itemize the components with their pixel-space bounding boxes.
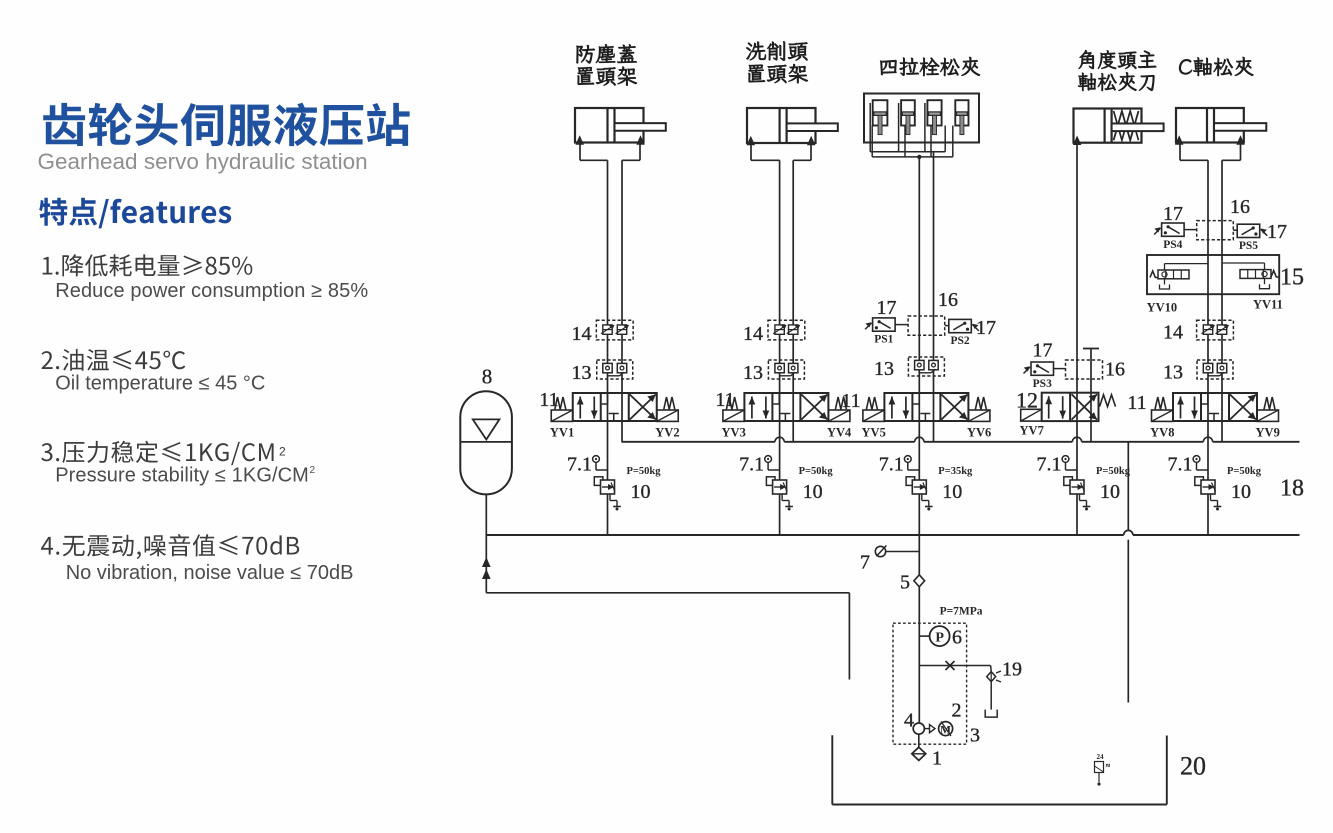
svg-text:11: 11 bbox=[539, 389, 558, 411]
svg-text:11: 11 bbox=[715, 389, 734, 411]
svg-text:1: 1 bbox=[932, 748, 942, 770]
svg-text:4: 4 bbox=[904, 710, 914, 732]
svg-text:YV6: YV6 bbox=[967, 426, 991, 440]
svg-text:P=50kg: P=50kg bbox=[1227, 466, 1262, 477]
svg-text:P: P bbox=[935, 631, 944, 646]
svg-text:YV11: YV11 bbox=[1253, 298, 1283, 312]
svg-text:PS3: PS3 bbox=[1033, 378, 1052, 390]
svg-text:12: 12 bbox=[1016, 388, 1038, 413]
svg-text:7.1: 7.1 bbox=[567, 454, 592, 476]
svg-text:14: 14 bbox=[743, 323, 763, 345]
svg-text:Reduce power consumption ≥ 85%: Reduce power consumption ≥ 85% bbox=[55, 280, 368, 302]
svg-text:17: 17 bbox=[976, 317, 996, 339]
svg-text:5: 5 bbox=[900, 572, 910, 594]
svg-text:17: 17 bbox=[1267, 221, 1287, 243]
svg-text:YV5: YV5 bbox=[862, 426, 886, 440]
svg-text:10: 10 bbox=[1231, 481, 1251, 503]
svg-text:PS1: PS1 bbox=[874, 334, 893, 346]
svg-text:19: 19 bbox=[1002, 659, 1022, 681]
svg-text:PS2: PS2 bbox=[950, 335, 969, 347]
svg-text:7.1: 7.1 bbox=[1168, 454, 1193, 476]
svg-text:P=35kg: P=35kg bbox=[938, 466, 973, 477]
svg-text:7: 7 bbox=[860, 552, 870, 574]
svg-text:2: 2 bbox=[952, 700, 962, 722]
svg-text:YV8: YV8 bbox=[1150, 426, 1174, 440]
svg-text:20: 20 bbox=[1180, 752, 1206, 781]
svg-text:17: 17 bbox=[877, 297, 897, 319]
svg-text:14: 14 bbox=[1163, 322, 1183, 344]
svg-text:YV7: YV7 bbox=[1020, 424, 1044, 438]
svg-text:17: 17 bbox=[1163, 203, 1183, 225]
svg-text:YV3: YV3 bbox=[722, 426, 746, 440]
svg-text:10: 10 bbox=[942, 481, 962, 503]
svg-text:3: 3 bbox=[970, 725, 980, 747]
svg-text:13: 13 bbox=[1163, 362, 1183, 384]
svg-text:17: 17 bbox=[1033, 340, 1053, 362]
svg-text:10: 10 bbox=[803, 481, 823, 503]
svg-text:16: 16 bbox=[1105, 359, 1125, 381]
svg-text:YV4: YV4 bbox=[827, 426, 852, 440]
svg-text:Gearhead servo hydraulic stati: Gearhead servo hydraulic station bbox=[38, 149, 368, 174]
svg-text:M: M bbox=[940, 725, 951, 737]
svg-text:24: 24 bbox=[1097, 753, 1105, 761]
svg-text:18: 18 bbox=[1280, 476, 1304, 502]
svg-text:2: 2 bbox=[279, 445, 286, 459]
svg-text:7.1: 7.1 bbox=[879, 454, 904, 476]
svg-text:13: 13 bbox=[874, 358, 894, 380]
svg-text:≈: ≈ bbox=[1106, 761, 1111, 770]
svg-text:16: 16 bbox=[938, 289, 958, 311]
svg-text:PS4: PS4 bbox=[1163, 239, 1182, 251]
svg-text:YV10: YV10 bbox=[1147, 301, 1178, 315]
svg-text:15: 15 bbox=[1280, 265, 1304, 291]
svg-text:Pressure stability ≤ 1KG/CM: Pressure stability ≤ 1KG/CM bbox=[55, 465, 309, 487]
svg-text:10: 10 bbox=[631, 481, 651, 503]
svg-text:No vibration, noise value ≤ 70: No vibration, noise value ≤ 70dB bbox=[66, 562, 354, 584]
svg-text:2: 2 bbox=[310, 465, 316, 476]
svg-text:YV1: YV1 bbox=[550, 426, 574, 440]
svg-text:11: 11 bbox=[1127, 392, 1146, 414]
svg-text:6: 6 bbox=[952, 627, 962, 649]
svg-text:P=50kg: P=50kg bbox=[1096, 466, 1131, 477]
svg-text:P=50kg: P=50kg bbox=[627, 466, 662, 477]
svg-text:7.1: 7.1 bbox=[1037, 454, 1062, 476]
svg-text:11: 11 bbox=[841, 390, 860, 412]
svg-text:Oil temperature ≤ 45 °C: Oil temperature ≤ 45 °C bbox=[55, 373, 265, 395]
svg-text:PS5: PS5 bbox=[1239, 240, 1258, 252]
svg-text:13: 13 bbox=[743, 362, 763, 384]
svg-text:7.1: 7.1 bbox=[739, 454, 764, 476]
svg-text:P=7MPa: P=7MPa bbox=[940, 606, 983, 618]
svg-text:8: 8 bbox=[482, 365, 493, 389]
svg-text:YV9: YV9 bbox=[1256, 426, 1280, 440]
svg-text:P=50kg: P=50kg bbox=[799, 466, 834, 477]
svg-text:10: 10 bbox=[1100, 481, 1120, 503]
svg-text:14: 14 bbox=[572, 323, 592, 345]
svg-text:16: 16 bbox=[1230, 196, 1250, 218]
svg-text:YV2: YV2 bbox=[655, 426, 679, 440]
svg-text:13: 13 bbox=[572, 362, 592, 384]
